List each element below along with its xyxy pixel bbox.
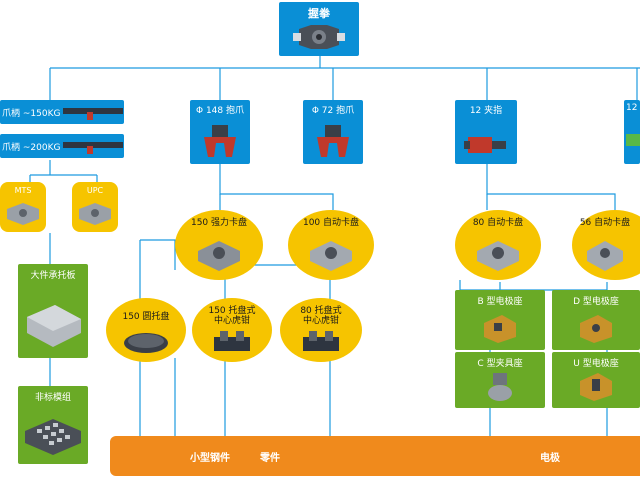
node-upc[interactable]: UPC [72, 182, 118, 232]
module-grid-icon [25, 419, 81, 455]
claw-gripper-icon [204, 125, 236, 157]
tray-150-vise-line1: 150 托盘式 [208, 306, 256, 316]
tray-80-vise-label: 80 托盘式 中心虎钳 [280, 306, 362, 326]
node-clamp12-b[interactable]: 12 [624, 100, 640, 164]
handle-200-label: 爪柄 ~200KG [2, 143, 61, 153]
electrode-category-label: 电极 [540, 453, 560, 464]
chuck-image-icon [198, 241, 240, 271]
pallet-plate-icon [27, 305, 81, 347]
node-tray-150-round[interactable]: 150 圆托盘 [106, 298, 186, 362]
node-electrode-d[interactable]: D 型电极座 [552, 290, 640, 350]
node-tray-150-vise[interactable]: 150 托盘式 中心虎钳 [192, 298, 272, 362]
small-steel-label: 小型钢件 [190, 453, 230, 464]
clamp-image-icon [626, 134, 640, 146]
handle-150-label: 爪柄 ~150KG [2, 109, 61, 119]
clamp12b-label: 12 [626, 103, 638, 113]
mts-plate-icon [7, 203, 39, 225]
electrode-holder-icon [580, 315, 612, 343]
chuck-image-icon [310, 241, 352, 271]
electrode-u-label: U 型电极座 [573, 359, 619, 369]
round-tray-icon [124, 333, 168, 353]
tray-150-vise-line2: 中心虎钳 [213, 316, 250, 326]
parts-label: 零件 [260, 453, 280, 464]
handle-bar-icon [63, 108, 123, 120]
chuck-56-auto-label: 56 自动卡盘 [579, 218, 631, 228]
node-phi148-gripper[interactable]: Φ 148 抱爪 [190, 100, 250, 164]
tray-150-vise-label: 150 托盘式 中心虎钳 [192, 306, 272, 326]
node-fixture-c[interactable]: C 型夹具座 [455, 352, 545, 408]
electrode-d-label: D 型电极座 [573, 297, 619, 307]
fixture-holder-icon [488, 373, 512, 401]
node-chuck-56-auto[interactable]: 56 自动卡盘 [572, 210, 640, 280]
tray-80-vise-line1: 80 托盘式 [300, 306, 342, 316]
upc-plate-icon [79, 203, 111, 225]
electrode-holder-icon [484, 315, 516, 343]
handle-bar-icon [63, 142, 123, 154]
chuck-image-icon [477, 241, 519, 271]
root-label: 握拳 [308, 7, 330, 20]
node-custom-module[interactable]: 非标模组 [18, 386, 88, 464]
pallet-label: 大件承托板 [30, 271, 76, 281]
node-handle-200kg[interactable]: 爪柄 ~200KG [0, 134, 124, 158]
upc-label: UPC [86, 186, 104, 195]
chuck-150-power-label: 150 强力卡盘 [190, 218, 248, 228]
fixture-c-label: C 型夹具座 [477, 359, 523, 369]
vise-image-icon [303, 331, 339, 351]
gripper-image-icon [293, 25, 345, 49]
finger-clamp-icon [464, 137, 506, 153]
electrode-b-label: B 型电极座 [477, 297, 523, 307]
bottom-category-bar: 小型钢件 零件 电极 [110, 436, 640, 476]
node-phi72-gripper[interactable]: Φ 72 抱爪 [303, 100, 363, 164]
node-chuck-100-auto[interactable]: 100 自动卡盘 [288, 210, 374, 280]
node-clamp12[interactable]: 12 夹指 [455, 100, 517, 164]
node-electrode-u[interactable]: U 型电极座 [552, 352, 640, 408]
phi72-label: Φ 72 抱爪 [311, 106, 355, 116]
chuck-image-icon [586, 241, 623, 271]
electrode-holder-icon [580, 373, 612, 401]
node-mts[interactable]: MTS [0, 182, 46, 232]
node-electrode-b[interactable]: B 型电极座 [455, 290, 545, 350]
vise-image-icon [214, 331, 250, 351]
tray-150-round-label: 150 圆托盘 [122, 312, 170, 322]
node-chuck-80-auto[interactable]: 80 自动卡盘 [455, 210, 541, 280]
module-label: 非标模组 [34, 393, 71, 403]
mts-label: MTS [14, 186, 32, 195]
node-handle-150kg[interactable]: 爪柄 ~150KG [0, 100, 124, 124]
clamp12-label: 12 夹指 [469, 106, 503, 116]
node-tray-80-vise[interactable]: 80 托盘式 中心虎钳 [280, 298, 362, 362]
chuck-80-auto-label: 80 自动卡盘 [472, 218, 524, 228]
chuck-100-auto-label: 100 自动卡盘 [302, 218, 360, 228]
root-node-grip[interactable]: 握拳 [279, 2, 359, 56]
tray-80-vise-line2: 中心虎钳 [302, 316, 339, 326]
node-chuck-150-power[interactable]: 150 强力卡盘 [175, 210, 263, 280]
claw-gripper-icon [317, 125, 349, 157]
node-large-pallet[interactable]: 大件承托板 [18, 264, 88, 358]
phi148-label: Φ 148 抱爪 [196, 106, 244, 116]
